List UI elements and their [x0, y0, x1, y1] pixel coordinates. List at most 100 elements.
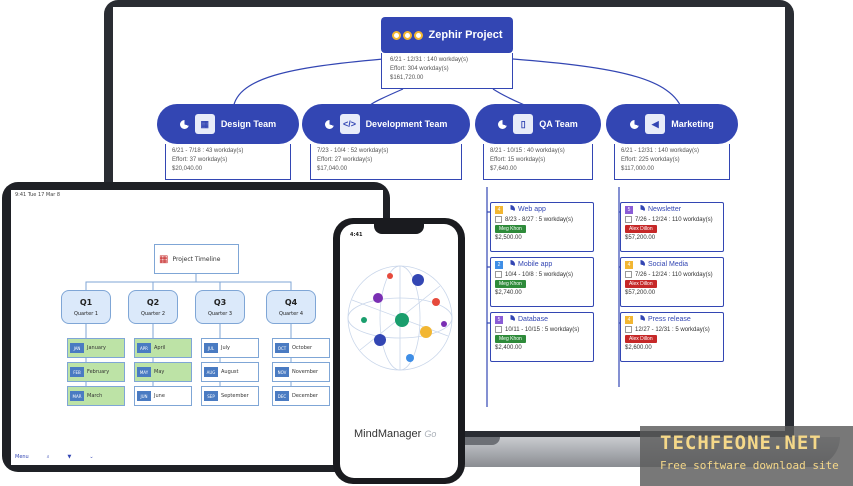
month-chip: JAN — [70, 343, 84, 353]
team-dates: 6/21 - 7/18 : 43 workday(s) — [172, 148, 244, 154]
month-chip: OCT — [275, 343, 289, 353]
resource-tag[interactable]: Meg Khon — [495, 225, 526, 233]
team-dates: 8/21 - 10/15 : 40 workday(s) — [490, 148, 565, 154]
progress-pie-icon — [506, 260, 515, 269]
resource-tag[interactable]: Alex Dillon — [625, 225, 657, 233]
progress-dots — [391, 30, 423, 40]
team-development[interactable]: </> Development Team 7/23 - 10/4 : 52 wo… — [302, 104, 470, 180]
brand-go: Go — [424, 429, 437, 439]
month-name: August — [221, 369, 239, 375]
progress-pie-icon — [636, 315, 645, 324]
team-marketing[interactable]: ◀ Marketing 6/21 - 12/31 : 140 workday(s… — [606, 104, 738, 180]
team-effort: Effort: 15 workday(s) — [490, 157, 546, 163]
task-title: Database — [518, 316, 548, 323]
task-dates: 12/27 - 12/31 : 5 workday(s) — [635, 326, 710, 333]
team-detail: 7/23 - 10/4 : 52 workday(s) Effort: 27 w… — [310, 144, 462, 180]
task-cost: $2,400.00 — [495, 345, 522, 351]
progress-pie-icon — [324, 119, 334, 129]
month-name: October — [292, 345, 313, 351]
month-name: July — [221, 345, 230, 351]
resource-tag[interactable]: Meg Khon — [495, 280, 526, 288]
task-cost: $2,600.00 — [625, 345, 652, 351]
team-cost: $117,000.00 — [621, 166, 654, 172]
progress-pie-icon — [179, 119, 189, 129]
filter-icon[interactable]: ▼ — [67, 454, 72, 460]
resource-tag[interactable]: Meg Khon — [495, 335, 526, 343]
month-chip: NOV — [275, 367, 289, 377]
brand-logo: MindManager Go — [354, 428, 436, 440]
month-chip: MAY — [137, 367, 151, 377]
calendar-icon — [495, 271, 502, 278]
root-detail: 6/21 - 12/31 : 140 workday(s) Effort: 30… — [381, 53, 513, 89]
root-title: Zephir Project — [428, 29, 503, 41]
team-detail: 6/21 - 12/31 : 140 workday(s) Effort: 22… — [614, 144, 730, 180]
search-icon[interactable]: ⌕ — [46, 454, 50, 460]
resource-tag[interactable]: Alex Dillon — [625, 280, 657, 288]
team-qa[interactable]: ▯ QA Team 8/21 - 10/15 : 40 workday(s) E… — [475, 104, 601, 180]
team-qa-head[interactable]: ▯ QA Team — [475, 104, 601, 144]
task-dates: 10/4 - 10/8 : 5 workday(s) — [505, 271, 574, 278]
team-design-head[interactable]: ▦ Design Team — [157, 104, 299, 144]
team-detail: 6/21 - 7/18 : 43 workday(s) Effort: 37 w… — [165, 144, 291, 180]
task-dates: 7/26 - 12/24 : 110 workday(s) — [635, 216, 713, 223]
chevron-down-icon[interactable]: ⌄ — [89, 454, 94, 460]
month-chip: DEC — [275, 391, 289, 401]
month-chip: JUN — [137, 391, 151, 401]
code-icon: </> — [339, 114, 360, 134]
quarter-sub: Quarter 4 — [278, 311, 304, 317]
task-dates: 7/26 - 12/24 : 110 workday(s) — [635, 271, 713, 278]
calendar-icon — [495, 326, 502, 333]
month-name: May — [154, 369, 165, 375]
menu-button[interactable]: Menu — [15, 454, 29, 460]
month-chip: JUL — [204, 343, 218, 353]
root-topic[interactable]: Zephir Project — [381, 17, 513, 53]
calendar-icon — [495, 216, 502, 223]
root-effort: Effort: 304 workday(s) — [390, 66, 449, 72]
watermark-subtitle: Free software download site — [660, 459, 839, 472]
progress-pie-icon — [630, 119, 640, 129]
team-title: Marketing — [671, 119, 714, 129]
team-marketing-head[interactable]: ◀ Marketing — [606, 104, 738, 144]
team-effort: Effort: 225 workday(s) — [621, 157, 680, 163]
watermark-band — [640, 426, 853, 486]
task-cost: $57,200.00 — [625, 290, 656, 296]
team-cost: $17,040.00 — [317, 166, 348, 172]
month-name: April — [154, 345, 166, 351]
team-design[interactable]: ▦ Design Team 6/21 - 7/18 : 43 workday(s… — [157, 104, 299, 180]
team-dates: 7/23 - 10/4 : 52 workday(s) — [317, 148, 389, 154]
watermark-title: TECHFEONE.NET — [660, 432, 822, 454]
task-title: Newsletter — [648, 206, 682, 213]
team-development-head[interactable]: </> Development Team — [302, 104, 470, 144]
timeline-root[interactable]: ▦ Project Timeline — [154, 244, 239, 274]
team-title: QA Team — [539, 119, 578, 129]
progress-dot-icon — [402, 30, 412, 40]
quarter-label: Q1 — [79, 298, 93, 307]
priority-badge: 2 — [495, 260, 503, 269]
task-title: Mobile app — [518, 261, 553, 268]
task-title: Web app — [518, 206, 546, 213]
task-mobile-app[interactable]: 2 Mobile app 10/4 - 10/8 : 5 workday(s) M… — [490, 257, 594, 307]
priority-badge: 4 — [625, 315, 633, 324]
resource-tag[interactable]: Alex Dillon — [625, 335, 657, 343]
